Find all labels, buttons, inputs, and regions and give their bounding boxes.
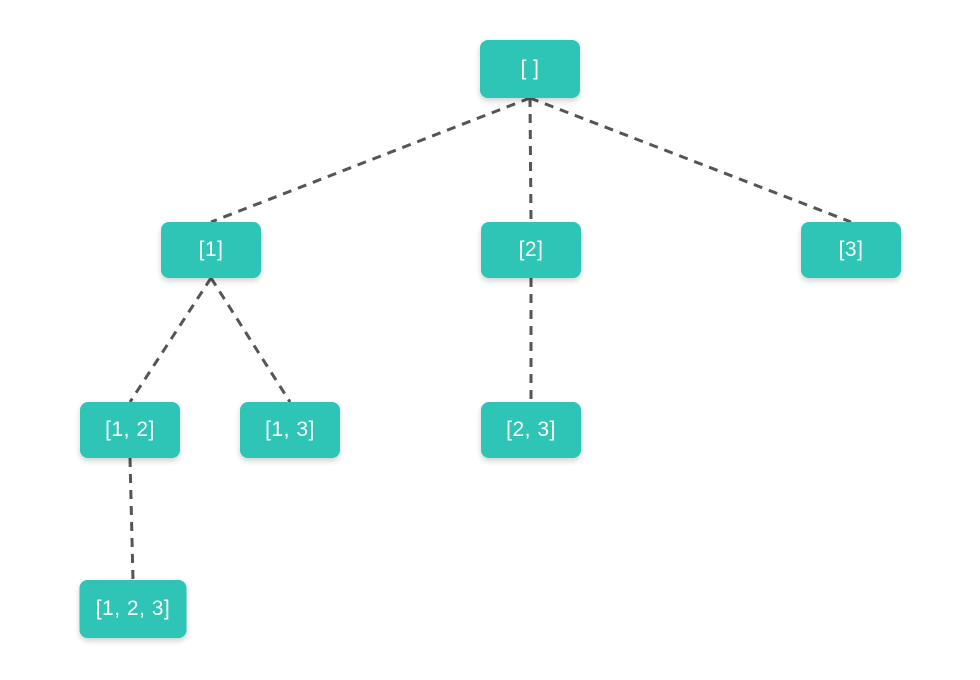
tree-node-n12: [1, 2] (80, 402, 180, 458)
tree-node-n123: [1, 2, 3] (79, 580, 187, 638)
tree-node-empty: [ ] (480, 40, 580, 98)
tree-edge-n1-n12 (128, 277, 213, 403)
tree-edge-empty-n2 (528, 97, 533, 223)
tree-node-n2: [2] (481, 222, 581, 278)
tree-node-n23: [2, 3] (481, 402, 581, 458)
tree-edge-n1-n13 (209, 277, 292, 403)
tree-node-n13: [1, 3] (240, 402, 340, 458)
tree-edge-n12-n123 (128, 457, 135, 581)
tree-node-n1: [1] (161, 222, 261, 278)
tree-node-n3: [3] (801, 222, 901, 278)
